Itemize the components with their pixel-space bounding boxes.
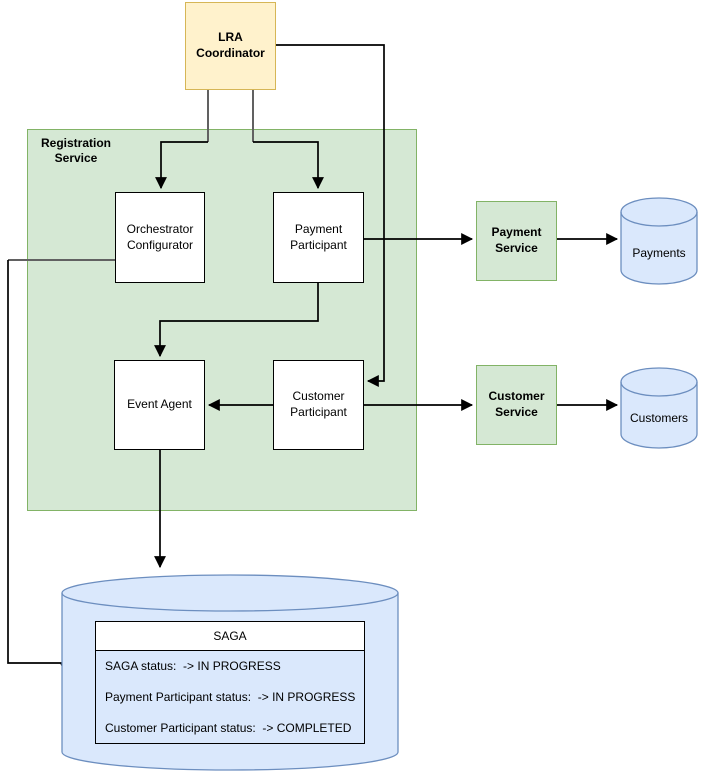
saga-row-saga-status: SAGA status: -> IN PROGRESS bbox=[105, 659, 281, 674]
customer-participant-node: Customer Participant bbox=[273, 360, 364, 450]
connector-orchestrator-to-saga-db bbox=[7, 260, 72, 676]
saga-table-body: SAGA status: -> IN PROGRESS Payment Part… bbox=[96, 651, 364, 743]
payment-service-node: Payment Service bbox=[476, 201, 557, 281]
registration-service-label: Registration Service bbox=[40, 136, 111, 165]
event-agent-node: Event Agent bbox=[114, 360, 205, 450]
payment-participant-node: Payment Participant bbox=[273, 192, 364, 283]
customers-cylinder-shape bbox=[620, 367, 698, 449]
connector-lra-to-payment-participant bbox=[253, 141, 324, 190]
lra-coordinator-label: LRA Coordinator bbox=[196, 30, 265, 60]
saga-table-header: SAGA bbox=[96, 622, 364, 651]
customer-participant-label: Customer Participant bbox=[290, 389, 347, 419]
payments-db-label: Payments bbox=[632, 246, 686, 260]
payment-service-label: Payment Service bbox=[491, 225, 542, 255]
customers-db-label: Customers bbox=[629, 411, 688, 425]
saga-row-customer-participant-status: Customer Participant status: -> COMPLETE… bbox=[105, 720, 352, 735]
saga-table: SAGA SAGA status: -> IN PROGRESS Payment… bbox=[95, 621, 365, 744]
orchestrator-configurator-node: Orchestrator Configurator bbox=[115, 192, 205, 283]
customer-service-node: Customer Service bbox=[476, 365, 557, 445]
payment-participant-label: Payment Participant bbox=[290, 221, 347, 252]
connector-lra-to-orchestrator bbox=[155, 141, 208, 190]
saga-row-payment-participant-status: Payment Participant status: -> IN PROGRE… bbox=[105, 690, 356, 704]
customer-service-label: Customer Service bbox=[488, 389, 545, 419]
payments-cylinder-shape bbox=[620, 197, 698, 285]
orchestrator-configurator-label: Orchestrator Configurator bbox=[126, 221, 194, 252]
connector-lra-to-customer-participant bbox=[276, 44, 385, 387]
event-agent-label: Event Agent bbox=[127, 397, 192, 412]
connector-payment-participant-to-event-agent bbox=[154, 283, 319, 358]
lra-coordinator-node: LRA Coordinator bbox=[185, 2, 276, 90]
